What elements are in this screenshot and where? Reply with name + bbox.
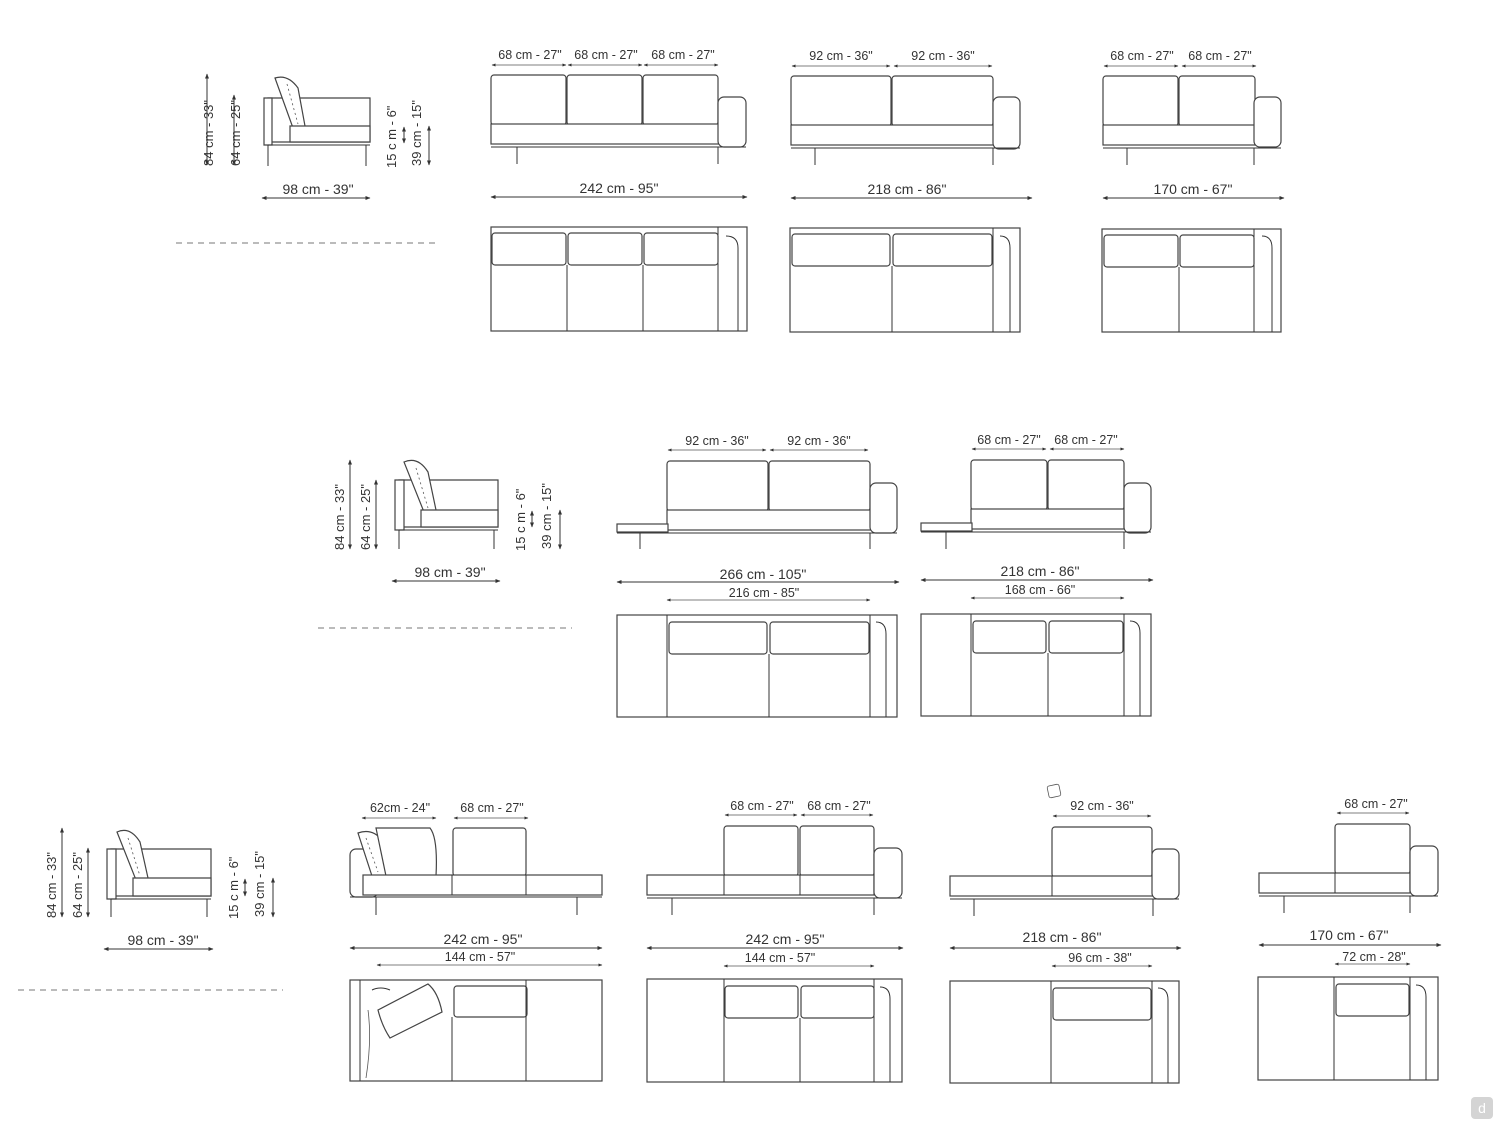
row1-a-cushion-3: 68 cm - 27": [651, 48, 715, 62]
row1-sofa-b: 92 cm - 36" 92 cm - 36" 218 cm - 86": [789, 49, 1033, 333]
row2-seat-height-label: 39 cm - 15": [539, 483, 554, 549]
row3-side-profile: 84 cm - 33" 64 cm - 25" 15 c m - 6" 39 c…: [44, 827, 275, 951]
row3-sofa-b: 68 cm - 27" 68 cm - 27" 242 cm - 95" 144…: [646, 799, 904, 1083]
row1-seat-height-label: 39 cm - 15": [409, 100, 424, 166]
row3-cushion-label: 15 c m - 6": [226, 856, 241, 919]
row1-b-cushion-1: 92 cm - 36": [809, 49, 873, 63]
site-logo-icon: d: [1471, 1097, 1493, 1119]
row2-seat-back-label: 64 cm - 25": [358, 484, 373, 550]
row3-b-cushion-1: 68 cm - 27": [730, 799, 794, 813]
row3-a-cushion-1: 62cm - 24": [370, 801, 430, 815]
row1-a-total: 242 cm - 95": [580, 180, 659, 196]
row2-a-cushion-2: 92 cm - 36": [787, 434, 851, 448]
row1-b-cushion-2: 92 cm - 36": [911, 49, 975, 63]
row2-sofa-a: 92 cm - 36" 92 cm - 36" 266 cm - 105" 21…: [616, 434, 900, 718]
row1-b-total: 218 cm - 86": [868, 181, 947, 197]
row2-a-cushion-1: 92 cm - 36": [685, 434, 749, 448]
row3-b-inner: 144 cm - 57": [745, 951, 815, 965]
row1-side-profile: 84 cm - 33" 64 cm - 25" 15 c m - 6" 39 c…: [201, 73, 431, 200]
row3-total-height-label: 84 cm - 33": [44, 852, 59, 918]
row2-total-height-label: 84 cm - 33": [332, 484, 347, 550]
row1-c-cushion-2: 68 cm - 27": [1188, 49, 1252, 63]
row2-sofa-b: 68 cm - 27" 68 cm - 27" 218 cm - 86" 168…: [920, 433, 1154, 717]
row3-c-inner: 96 cm - 38": [1068, 951, 1132, 965]
row1-total-height-label: 84 cm - 33": [201, 100, 216, 166]
row1-a-cushion-2: 68 cm - 27": [574, 48, 638, 62]
row1-seat-back-label: 64 cm - 25": [228, 100, 243, 166]
row2-a-inner: 216 cm - 85": [729, 586, 799, 600]
row2-depth-label: 98 cm - 39": [414, 564, 485, 580]
row3-b-total: 242 cm - 95": [746, 931, 825, 947]
row1-c-cushion-1: 68 cm - 27": [1110, 49, 1174, 63]
row3-a-inner: 144 cm - 57": [445, 950, 515, 964]
row3-b-cushion-2: 68 cm - 27": [807, 799, 871, 813]
row3-seat-back-label: 64 cm - 25": [70, 852, 85, 918]
row3-sofa-c: 92 cm - 36" 218 cm - 86" 96 cm - 38": [949, 783, 1182, 1084]
row3-seat-height-label: 39 cm - 15": [252, 851, 267, 917]
row2-b-cushion-1: 68 cm - 27": [977, 433, 1041, 447]
row3-sofa-a: 62cm - 24" 68 cm - 27" 242 cm - 95" 144 …: [349, 801, 603, 1082]
row3-d-inner: 72 cm - 28": [1342, 950, 1406, 964]
row3-a-total: 242 cm - 95": [444, 931, 523, 947]
row2-a-total: 266 cm - 105": [720, 566, 807, 582]
row1-depth-label: 98 cm - 39": [282, 181, 353, 197]
row2-b-cushion-2: 68 cm - 27": [1054, 433, 1118, 447]
row1-c-total: 170 cm - 67": [1154, 181, 1233, 197]
row2-b-inner: 168 cm - 66": [1005, 583, 1075, 597]
row3-d-total: 170 cm - 67": [1310, 927, 1389, 943]
row2-cushion-label: 15 c m - 6": [513, 488, 528, 551]
row1-cushion-label: 15 c m - 6": [384, 105, 399, 168]
row1-a-cushion-1: 68 cm - 27": [498, 48, 562, 62]
row3-sofa-d: 68 cm - 27" 170 cm - 67" 72 cm - 28": [1257, 797, 1442, 1081]
row3-d-cushion-1: 68 cm - 27": [1344, 797, 1408, 811]
row1-sofa-c: 68 cm - 27" 68 cm - 27" 170 cm - 67": [1101, 49, 1285, 333]
row1-sofa-a: 68 cm - 27" 68 cm - 27" 68 cm - 27" 242 …: [490, 48, 748, 332]
row3-c-total: 218 cm - 86": [1023, 929, 1102, 945]
row3-c-cushion-1: 92 cm - 36": [1070, 799, 1134, 813]
row3-a-cushion-2: 68 cm - 27": [460, 801, 524, 815]
row3-depth-label: 98 cm - 39": [127, 932, 198, 948]
row2-b-total: 218 cm - 86": [1001, 563, 1080, 579]
row2-side-profile: 84 cm - 33" 64 cm - 25" 15 c m - 6" 39 c…: [332, 459, 562, 583]
